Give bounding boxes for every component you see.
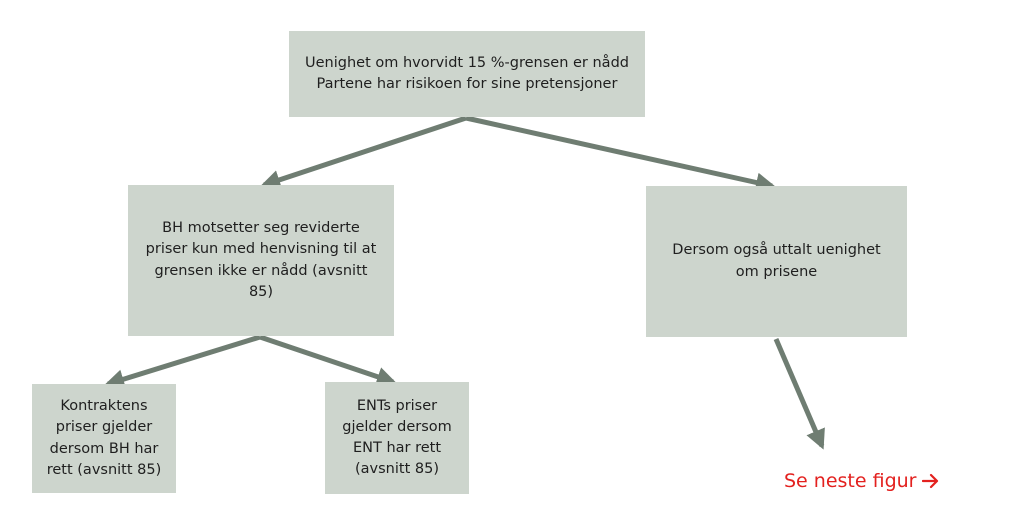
arrow-left-to-leftright [259, 334, 397, 387]
next-figure-link[interactable]: Se neste figur [784, 470, 940, 492]
next-figure-label: Se neste figur [784, 470, 917, 492]
node-left: BH motsetter seg reviderte priser kun me… [128, 185, 394, 336]
node-right-text: Dersom også uttalt uenighet om prisene [672, 242, 881, 280]
node-top: Uenighet om hvorvidt 15 %-grensen er nåd… [289, 31, 645, 117]
arrow-top-to-left [260, 115, 467, 190]
node-top-line-1: Uenighet om hvorvidt 15 %-grensen er nåd… [305, 54, 629, 71]
node-left-right: ENTs priser gjelder dersom ENT har rett … [325, 382, 469, 494]
node-left-right-text: ENTs priser gjelder dersom ENT har rett … [342, 397, 452, 478]
node-top-line-2: Partene har risikoen for sine pretensjon… [316, 76, 618, 92]
node-left-left-text: Kontraktens priser gjelder dersom BH har… [46, 398, 162, 478]
node-left-text: BH motsetter seg reviderte priser kun me… [145, 220, 377, 300]
node-left-left: Kontraktens priser gjelder dersom BH har… [32, 384, 176, 493]
node-right: Dersom også uttalt uenighet om prisene [646, 186, 907, 337]
arrow-left-to-leftleft [104, 334, 261, 389]
arrow-right-down [773, 338, 825, 450]
arrow-right-icon [922, 473, 939, 489]
arrow-top-to-right [465, 115, 776, 193]
